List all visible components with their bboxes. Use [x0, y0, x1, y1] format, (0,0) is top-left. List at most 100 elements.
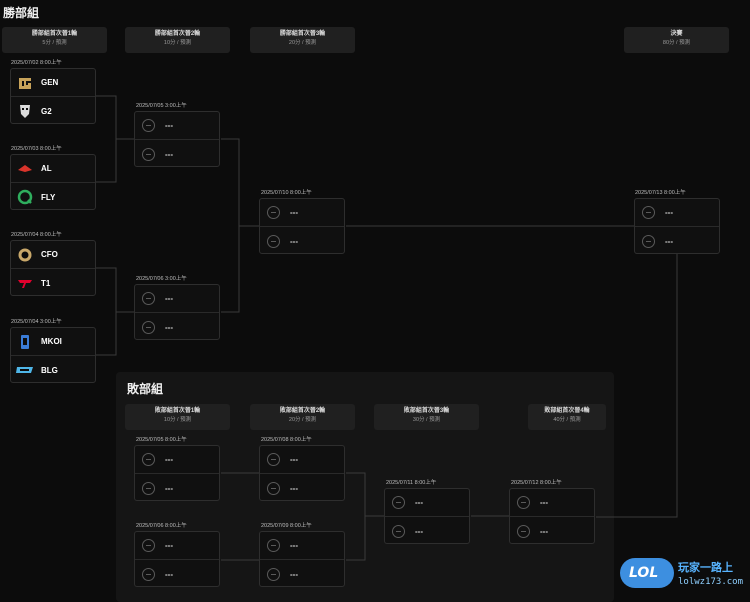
team-name: GEN	[41, 78, 59, 87]
team-row[interactable]: ---	[135, 474, 219, 502]
round-title: 敗部組首次晉4輪	[544, 408, 590, 414]
match-date: 2025/07/05 3:00上午	[136, 103, 187, 109]
match-date: 2025/07/05 8:00上午	[136, 437, 187, 443]
team-row[interactable]: ---	[135, 532, 219, 560]
placeholder-circle-icon	[642, 206, 655, 219]
team-row[interactable]: ---	[135, 446, 219, 474]
round-title: 勝部組首次晉1輪	[31, 31, 78, 37]
match-card-winners-r2-2[interactable]: --- ---	[134, 284, 220, 340]
team-row[interactable]: ---	[260, 532, 344, 560]
placeholder-circle-icon	[142, 147, 155, 161]
lol-badge-icon: LOL	[620, 558, 674, 588]
team-row[interactable]: GEN	[11, 69, 95, 97]
round-title: 敗部組首次晉1輪	[154, 408, 201, 414]
team-row[interactable]: ---	[260, 227, 344, 255]
match-card-winners-r2-1[interactable]: --- ---	[134, 111, 220, 167]
team-name: MKOI	[41, 337, 62, 346]
match-card-final[interactable]: --- ---	[634, 198, 720, 254]
match-card-al-fly[interactable]: AL FLY	[10, 154, 96, 210]
team-row[interactable]: ---	[635, 199, 719, 227]
team-row[interactable]: ---	[510, 517, 594, 545]
match-date: 2025/07/04 3:00上午	[11, 319, 62, 325]
round-points: 30分 / 預測	[412, 417, 441, 423]
round-points: 20分 / 預測	[288, 417, 317, 423]
round-points: 20分 / 預測	[288, 40, 317, 46]
placeholder-circle-icon	[142, 119, 155, 132]
team-row[interactable]: ---	[260, 474, 344, 502]
team-row[interactable]: ---	[510, 489, 594, 517]
match-card-mkoi-blg[interactable]: MKOI BLG	[10, 327, 96, 383]
t1-logo-icon	[16, 274, 34, 292]
team-name: ---	[290, 455, 298, 464]
al-logo-icon	[16, 160, 34, 178]
team-row[interactable]: T1	[11, 269, 95, 297]
match-card-gen-g2[interactable]: GEN G2	[10, 68, 96, 124]
team-name: ---	[165, 483, 173, 493]
match-date: 2025/07/06 8:00上午	[136, 523, 187, 529]
match-card-losers-r2-1[interactable]: --- ---	[259, 445, 345, 501]
match-card-cfo-t1[interactable]: CFO T1	[10, 240, 96, 296]
losers-round2-header: 敗部組首次晉2輪 20分 / 預測	[250, 404, 355, 430]
match-date: 2025/07/10 8:00上午	[261, 190, 312, 196]
team-row[interactable]: FLY	[11, 183, 95, 211]
match-date: 2025/07/02 8:00上午	[11, 60, 62, 66]
team-row[interactable]: ---	[260, 560, 344, 588]
g2-logo-icon	[16, 102, 34, 120]
team-name: ---	[290, 208, 298, 217]
round-title: 勝部組首次晉2輪	[154, 31, 201, 37]
losers-round4-header: 敗部組首次晉4輪 40分 / 預測	[528, 404, 606, 430]
team-row[interactable]: ---	[635, 227, 719, 255]
team-row[interactable]: ---	[135, 140, 219, 168]
placeholder-circle-icon	[267, 567, 280, 581]
placeholder-circle-icon	[267, 234, 280, 248]
team-name: ---	[165, 455, 173, 464]
match-card-winners-r3[interactable]: --- ---	[259, 198, 345, 254]
placeholder-circle-icon	[142, 481, 155, 495]
team-name: ---	[165, 294, 173, 303]
team-name: G2	[41, 106, 52, 116]
match-date: 2025/07/13 8:00上午	[635, 190, 686, 196]
team-row[interactable]: ---	[385, 489, 469, 517]
team-name: FLY	[41, 192, 56, 202]
round-points: 80分 / 預測	[662, 40, 691, 46]
match-date: 2025/07/04 8:00上午	[11, 232, 62, 238]
match-card-losers-r3[interactable]: --- ---	[384, 488, 470, 544]
placeholder-circle-icon	[267, 539, 280, 552]
team-name: ---	[165, 569, 173, 579]
match-card-losers-r1-2[interactable]: --- ---	[134, 531, 220, 587]
winners-round3-header: 勝部組首次晉3輪 20分 / 預測	[250, 27, 355, 53]
cfo-logo-icon	[16, 246, 34, 264]
team-row[interactable]: ---	[135, 313, 219, 341]
winners-round2-header: 勝部組首次晉2輪 10分 / 預測	[125, 27, 230, 53]
team-row[interactable]: ---	[135, 112, 219, 140]
team-row[interactable]: MKOI	[11, 328, 95, 356]
team-row[interactable]: ---	[135, 560, 219, 588]
round-points: 5分 / 預測	[42, 40, 67, 46]
team-row[interactable]: ---	[135, 285, 219, 313]
team-row[interactable]: CFO	[11, 241, 95, 269]
watermark-site: lolwz173.com	[678, 577, 744, 587]
final-header: 決賽 80分 / 預測	[624, 27, 729, 53]
team-name: ---	[290, 541, 298, 550]
round-points: 40分 / 預測	[553, 417, 581, 423]
match-date: 2025/07/11 8:00上午	[386, 480, 437, 486]
team-row[interactable]: G2	[11, 97, 95, 125]
match-card-losers-r1-1[interactable]: --- ---	[134, 445, 220, 501]
placeholder-circle-icon	[142, 539, 155, 552]
winners-round1-header: 勝部組首次晉1輪 5分 / 預測	[2, 27, 107, 53]
losers-bracket-title: 敗部組	[127, 382, 164, 396]
placeholder-circle-icon	[142, 320, 155, 334]
match-card-losers-r2-2[interactable]: --- ---	[259, 531, 345, 587]
team-row[interactable]: BLG	[11, 356, 95, 384]
team-row[interactable]: ---	[260, 199, 344, 227]
watermark-slogan: 玩家一路上	[678, 561, 733, 574]
winners-bracket-title: 勝部組	[3, 6, 40, 20]
losers-round3-header: 敗部組首次晉3輪 30分 / 預測	[374, 404, 479, 430]
match-date: 2025/07/06 3:00上午	[136, 276, 187, 282]
team-name: ---	[540, 498, 548, 507]
team-row[interactable]: ---	[260, 446, 344, 474]
team-row[interactable]: AL	[11, 155, 95, 183]
blg-logo-icon	[16, 361, 34, 379]
match-card-losers-r4[interactable]: --- ---	[509, 488, 595, 544]
team-row[interactable]: ---	[385, 517, 469, 545]
